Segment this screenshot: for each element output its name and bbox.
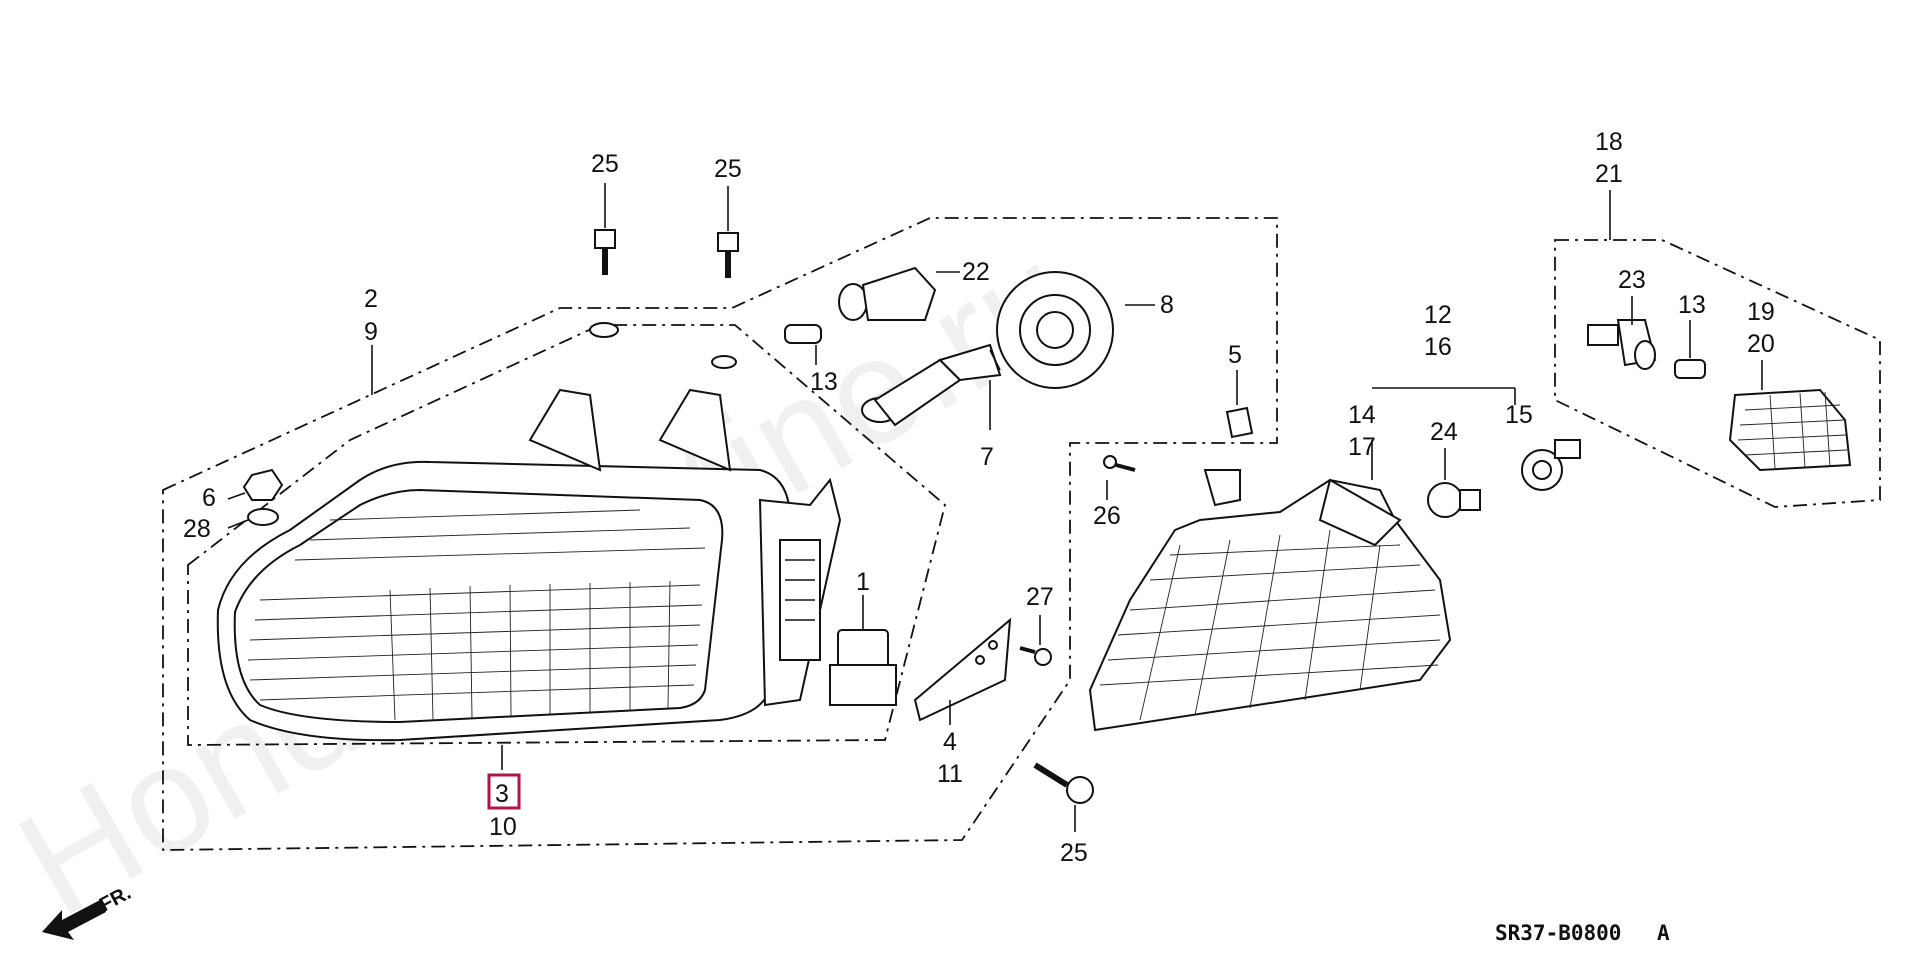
- bulb-13-marker[interactable]: [1674, 359, 1706, 379]
- callout-25a[interactable]: 25: [591, 150, 619, 178]
- halogen-bulb-7[interactable]: [861, 343, 1002, 427]
- bulb-22[interactable]: [838, 266, 937, 321]
- callout-5[interactable]: 5: [1228, 341, 1242, 369]
- diagram-variant: A: [1657, 921, 1670, 945]
- callout-18[interactable]: 18: [1595, 128, 1623, 156]
- callout-19[interactable]: 19: [1747, 298, 1775, 326]
- callout-16[interactable]: 16: [1424, 333, 1452, 361]
- callout-3[interactable]: 3: [495, 780, 509, 808]
- callout-25b[interactable]: 25: [714, 155, 742, 183]
- callout-21[interactable]: 21: [1595, 160, 1623, 188]
- plate-4-11[interactable]: [913, 617, 1012, 722]
- washer-28[interactable]: [247, 508, 279, 526]
- bolt-25-lower[interactable]: [1033, 762, 1094, 804]
- grommet-b[interactable]: [711, 355, 737, 369]
- side-marker-outline: [1554, 239, 1881, 508]
- callout-11[interactable]: 11: [937, 760, 963, 788]
- callouts: 25 25 2 9 22 8 13 7 5 6 28 1 26 27 4 11 …: [183, 128, 1775, 867]
- leader-lines: [227, 183, 1763, 832]
- headlight-unit[interactable]: [216, 388, 842, 742]
- screw-27[interactable]: [1019, 646, 1052, 666]
- callout-8[interactable]: 8: [1160, 291, 1174, 319]
- clip-5[interactable]: [1225, 406, 1254, 439]
- callout-9[interactable]: 9: [364, 318, 378, 346]
- socket-cover-8[interactable]: [996, 271, 1114, 389]
- callout-26[interactable]: 26: [1093, 502, 1121, 530]
- callout-28[interactable]: 28: [183, 515, 211, 543]
- callout-23[interactable]: 23: [1618, 266, 1646, 294]
- callout-14[interactable]: 14: [1348, 401, 1376, 429]
- turn-signal-lamp[interactable]: [1088, 469, 1452, 732]
- screw-26[interactable]: [1103, 455, 1136, 472]
- callout-6[interactable]: 6: [202, 484, 216, 512]
- callout-4[interactable]: 4: [943, 728, 957, 756]
- callout-15[interactable]: 15: [1505, 401, 1533, 429]
- bolt-25-left[interactable]: [594, 229, 616, 275]
- socket-23[interactable]: [1587, 319, 1657, 370]
- callout-1[interactable]: 1: [856, 568, 870, 596]
- selected-part-highlight: [487, 773, 521, 810]
- callout-13b[interactable]: 13: [1678, 291, 1706, 319]
- side-marker-lamp-19-20[interactable]: [1728, 388, 1852, 472]
- headlight-assembly-outline: [162, 217, 1278, 851]
- callout-17[interactable]: 17: [1348, 433, 1376, 461]
- bulb-24[interactable]: [1427, 482, 1481, 518]
- callout-25c[interactable]: 25: [1060, 839, 1088, 867]
- callout-7[interactable]: 7: [980, 443, 994, 471]
- callout-12[interactable]: 12: [1424, 301, 1452, 329]
- bolt-25-middle[interactable]: [717, 232, 739, 278]
- callout-22[interactable]: 22: [962, 258, 990, 286]
- callout-27[interactable]: 27: [1026, 583, 1054, 611]
- connector-1[interactable]: [829, 629, 897, 706]
- grommet-a[interactable]: [589, 322, 619, 338]
- callout-10[interactable]: 10: [489, 813, 517, 841]
- callout-24[interactable]: 24: [1430, 418, 1458, 446]
- diagram-code: SR37-B0800: [1495, 921, 1621, 945]
- nut-6[interactable]: [242, 468, 284, 501]
- callout-20[interactable]: 20: [1747, 330, 1775, 358]
- callout-13a[interactable]: 13: [810, 368, 838, 396]
- headlight-unit-outline: [187, 324, 947, 746]
- callout-2[interactable]: 2: [364, 285, 378, 313]
- bulb-13-headlight[interactable]: [784, 324, 822, 344]
- socket-15[interactable]: [1521, 439, 1581, 491]
